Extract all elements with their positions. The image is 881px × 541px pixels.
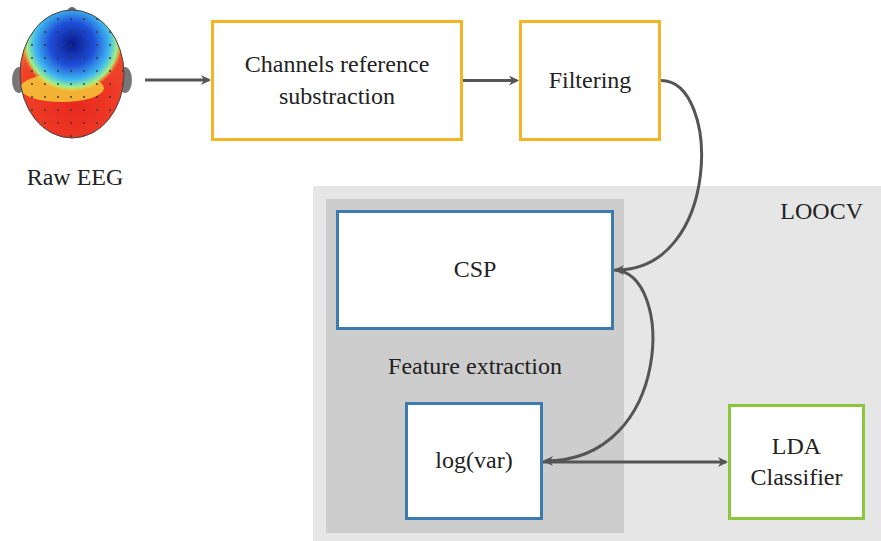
node-label: LOOCV bbox=[780, 196, 863, 227]
process-box: CSP bbox=[336, 210, 614, 330]
node-label: Channels reference substraction bbox=[222, 49, 452, 111]
head-illustration-node: Raw EEG bbox=[0, 0, 150, 200]
loocv-band: LOOCV Feature extraction CSP log(var) LDA Cl… bbox=[313, 186, 881, 541]
node-label: Feature extraction bbox=[326, 351, 624, 382]
node-label: log(var) bbox=[435, 445, 512, 476]
flow-arrow bbox=[616, 81, 702, 271]
flow-arrow bbox=[545, 270, 653, 461]
flow-arrow bbox=[463, 79, 517, 82]
process-box: Filtering bbox=[519, 20, 661, 141]
node-label: LDA Classifier bbox=[739, 431, 854, 493]
node-label: CSP bbox=[454, 254, 497, 285]
process-box: Channels reference substraction bbox=[211, 20, 463, 141]
node-label: Raw EEG bbox=[0, 162, 150, 193]
flow-arrow bbox=[145, 79, 209, 82]
node-label: Filtering bbox=[549, 65, 632, 96]
process-box: log(var) bbox=[405, 402, 543, 520]
flow-arrow bbox=[543, 461, 726, 464]
head-illustration bbox=[0, 0, 150, 150]
classifier-box: LDA Classifier bbox=[728, 404, 865, 520]
feature-extraction-band: Feature extraction CSP log(var) bbox=[326, 199, 624, 533]
